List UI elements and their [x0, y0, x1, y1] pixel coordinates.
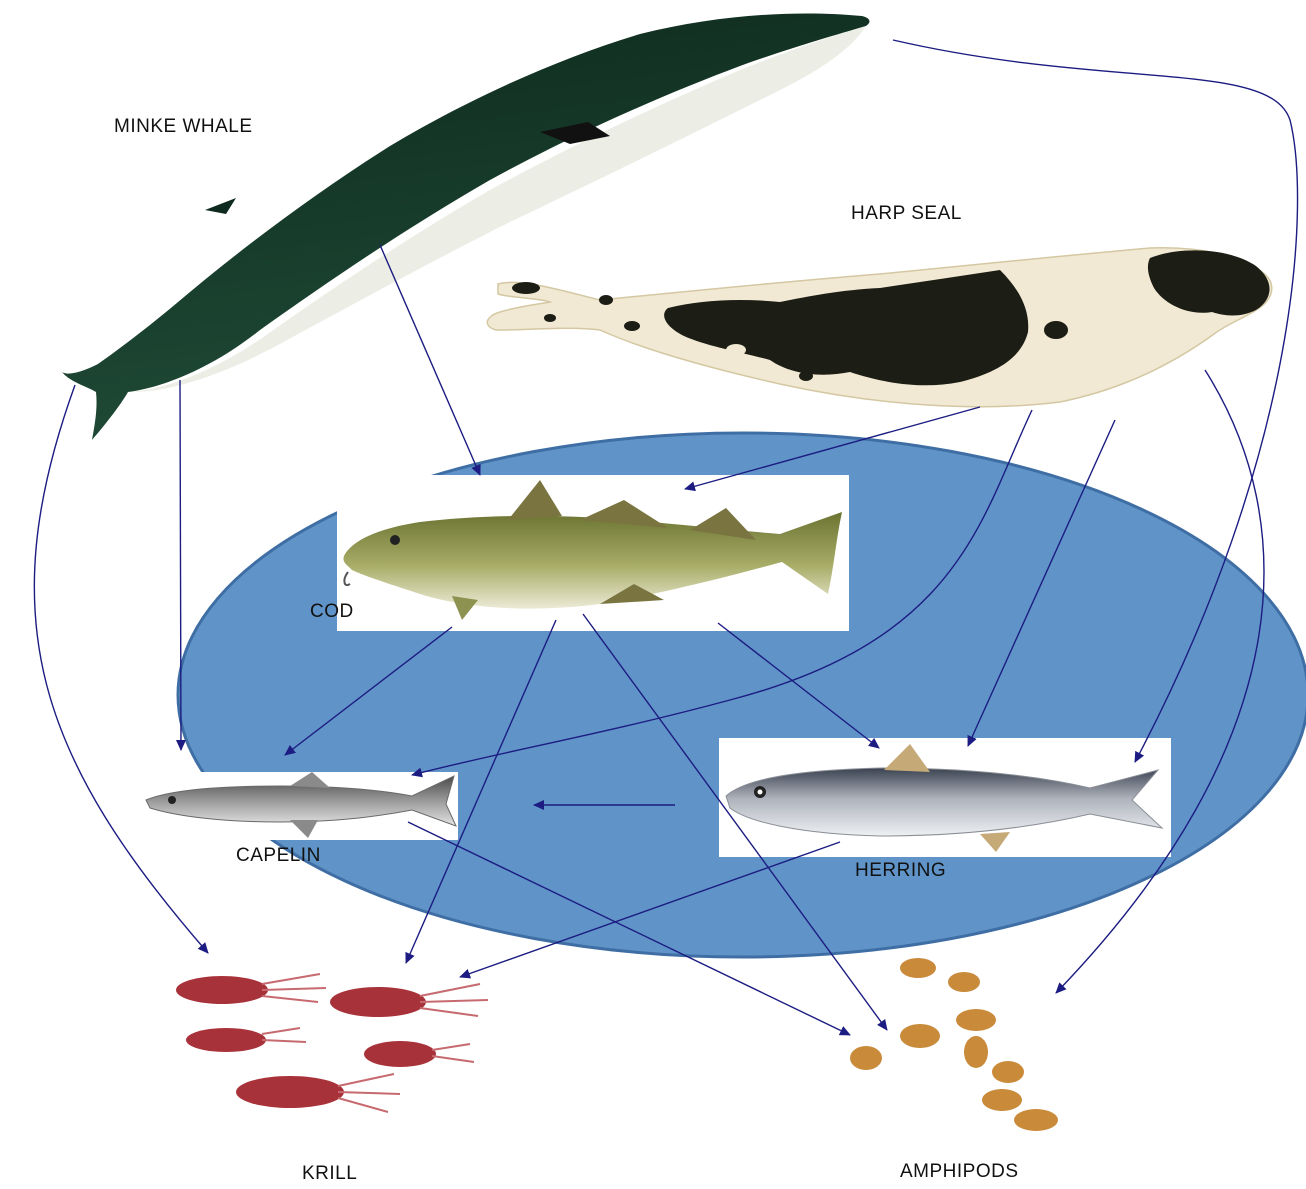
arrow-whale-to-cod — [380, 245, 480, 475]
amphipods-label: AMPHIPODS — [900, 1161, 1019, 1183]
capelin-label: CAPELIN — [236, 845, 321, 867]
amphipods-image — [850, 958, 1058, 1131]
capelin-image — [146, 772, 458, 840]
krill-label: KRILL — [302, 1163, 357, 1185]
harp-seal-label: HARP SEAL — [851, 203, 962, 225]
cod-image — [337, 475, 849, 631]
krill-image — [176, 974, 488, 1112]
herring-image — [719, 738, 1171, 857]
harp-seal-image — [487, 248, 1271, 407]
minke-whale-label: MINKE WHALE — [114, 116, 253, 138]
cod-label: COD — [310, 601, 354, 623]
herring-label: HERRING — [855, 860, 946, 882]
